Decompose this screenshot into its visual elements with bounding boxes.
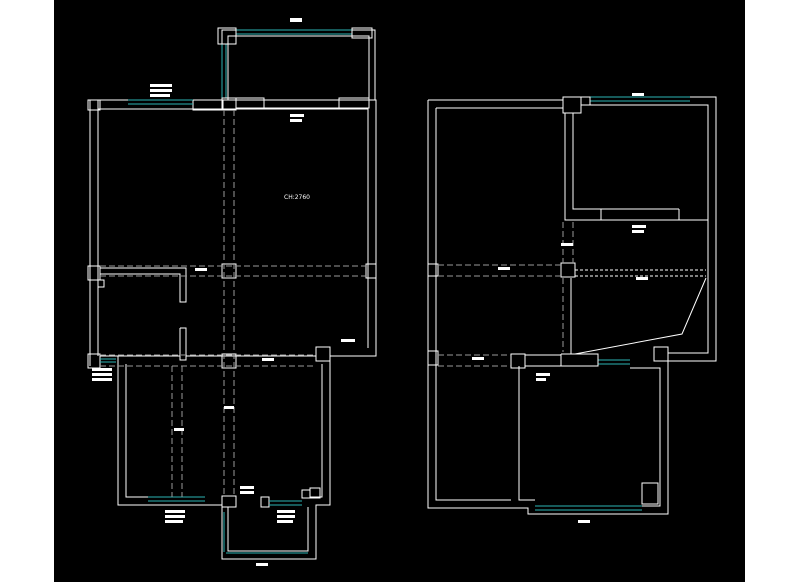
living-area-walls	[87, 97, 377, 366]
right-unit-label-tags	[472, 93, 648, 523]
left-unit-plan	[87, 27, 377, 560]
lower-rooms-walls	[100, 355, 331, 560]
right-unit-interior-walls	[427, 96, 708, 505]
left-unit-label-tags	[92, 18, 355, 566]
left-unit-beams	[100, 110, 366, 497]
right-unit-beams	[438, 222, 574, 367]
right-unit-outer-walls	[427, 96, 717, 515]
drawing-sheet	[54, 0, 745, 582]
right-unit-plan	[427, 96, 717, 515]
ceiling-height-label: CH:2760	[284, 194, 310, 201]
top-balcony	[217, 27, 376, 100]
left-unit-columns	[87, 263, 377, 369]
